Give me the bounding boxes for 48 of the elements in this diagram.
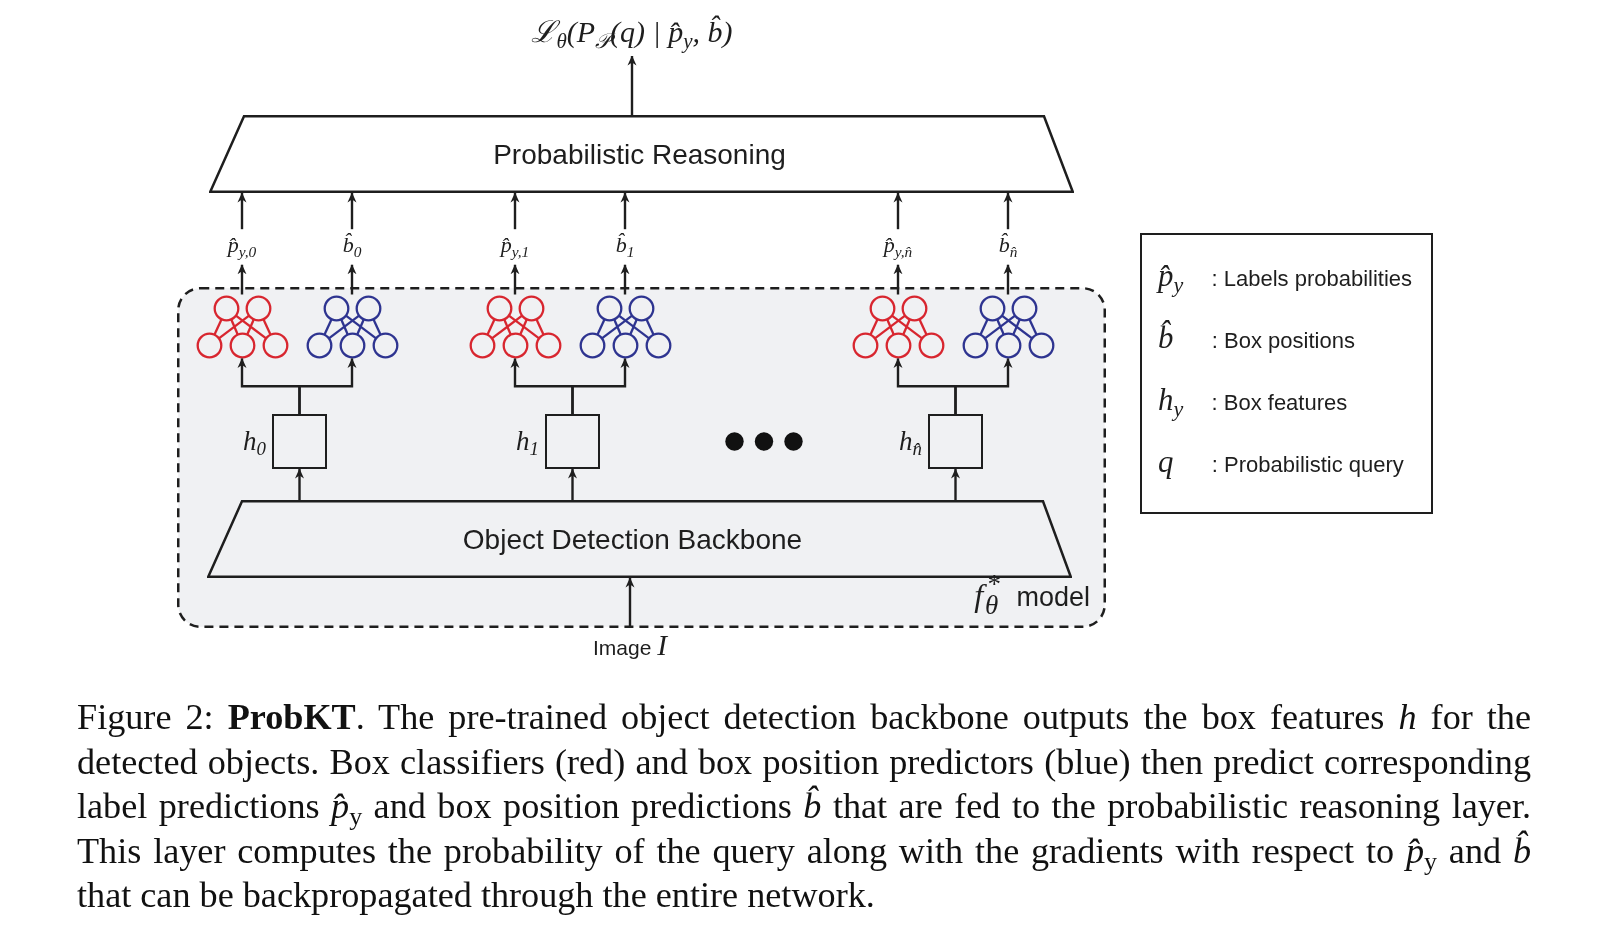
neural-network-icon <box>851 294 945 359</box>
feature-label: h$_{1}$ <box>515 424 540 461</box>
arrow <box>510 264 520 295</box>
feature-box <box>545 414 600 469</box>
neural-network-icon <box>305 294 399 359</box>
arrow <box>298 358 357 414</box>
arrow <box>627 55 637 115</box>
arrow <box>1003 192 1013 230</box>
arrow <box>237 264 247 295</box>
input-label: Image I <box>593 626 667 664</box>
neural-network-icon <box>468 294 562 359</box>
legend-text: b̂ : Box positions <box>1157 319 1356 358</box>
feature-label: h$_{n̂}$ <box>898 424 923 461</box>
block-label: Object Detection Backbone <box>462 522 803 557</box>
arrow <box>237 192 247 230</box>
arrow <box>893 264 903 295</box>
legend-text: p̂$_{y}$ : Labels probabilities <box>1156 258 1414 300</box>
output-label: b̂$_{0}$ <box>341 229 363 265</box>
arrow <box>571 358 630 414</box>
output-label: p̂$_{y,n̂}$ <box>882 229 914 265</box>
output-label: b̂$_{n̂}$ <box>997 229 1019 265</box>
neural-network-icon <box>578 294 672 359</box>
arrow <box>347 264 357 295</box>
neural-network-icon <box>195 294 289 359</box>
arrow <box>510 192 520 230</box>
arrow <box>893 192 903 230</box>
arrow <box>620 264 630 295</box>
arrow <box>954 358 1013 414</box>
feature-box <box>272 414 327 469</box>
arrow <box>1003 264 1013 295</box>
block-label: Probabilistic Reasoning <box>493 137 786 172</box>
dashed-container <box>177 287 1106 628</box>
arrow <box>625 577 635 627</box>
arrow <box>568 468 577 500</box>
neural-network-icon <box>961 294 1055 359</box>
legend-text: q : Probabilistic query <box>1157 444 1405 482</box>
output-label: p̂$_{y,1}$ <box>499 229 531 265</box>
reasoning-trapezoid <box>209 115 1074 193</box>
legend-text: h$_{y}$ : Box features <box>1157 382 1349 424</box>
feature-label: h$_{0}$ <box>242 424 267 461</box>
output-label: b̂$_{1}$ <box>614 229 636 265</box>
arrow <box>347 192 357 230</box>
arrow <box>951 468 960 500</box>
output-label: p̂$_{y,0}$ <box>226 229 258 265</box>
feature-box <box>928 414 983 469</box>
arrow <box>295 468 304 500</box>
figure-caption: Figure 2: ProbKT. The pre-trained object detection backbone outputs the box features h for the detected objects. Box classifiers (red) and box position predictors (blue) then predict corresponding label predictions p̂$_{y}$ and box position predictions b̂ that are fed to the probabilistic reasoning layer. This layer computes the probability of the query along with the gradients with respect to p̂$_{y}$ and b̂ that can be backpropagated through the entire network. <box>77 696 1531 917</box>
arrow <box>620 192 630 230</box>
